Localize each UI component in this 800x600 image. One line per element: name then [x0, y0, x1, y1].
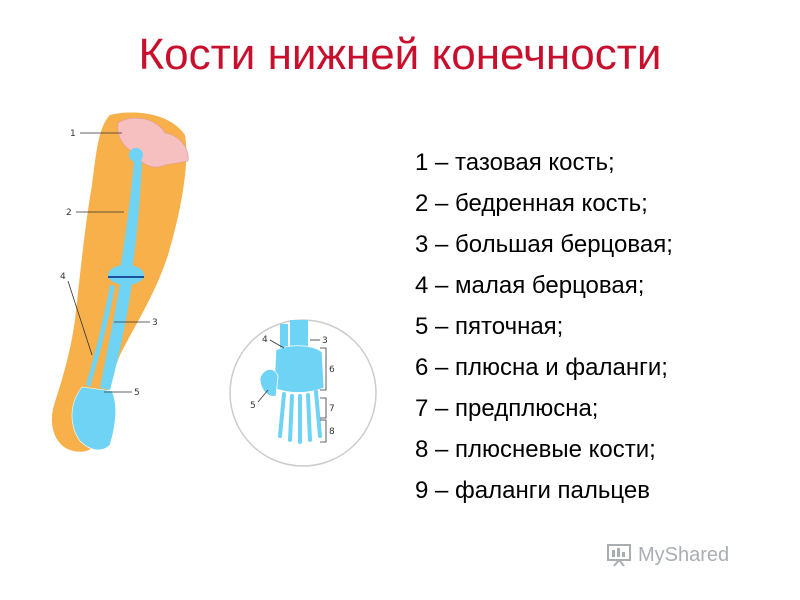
- foot-label-4: 4: [262, 335, 268, 345]
- legend-item: 9 – фаланги пальцев: [415, 477, 650, 504]
- foot-label-7: 7: [329, 404, 335, 414]
- legend-item: 2 – бедренная кость;: [415, 190, 648, 217]
- legend-item: 8 – плюсневые кости;: [415, 436, 656, 463]
- myshared-watermark: MyShared: [606, 540, 766, 570]
- foot-tibia: [290, 320, 308, 348]
- leg-skeleton-illustration: 1 2 4 3 5: [51, 112, 189, 452]
- foot-label-6: 6: [329, 365, 335, 375]
- legend-item: 6 – плюсна и фаланги;: [415, 354, 668, 381]
- foot-tarsal-bones: [273, 345, 325, 393]
- foot-heel: [259, 369, 279, 397]
- legend-item: 4 – малая берцовая;: [415, 272, 645, 299]
- tibia-bone: [100, 283, 132, 390]
- legend-item: 5 – пяточная;: [415, 313, 564, 340]
- legend-item: 1 – тазовая кость;: [415, 149, 615, 176]
- leg-label-3: 3: [152, 318, 158, 328]
- leg-label-1: 1: [70, 129, 76, 139]
- presentation-board-icon: [607, 544, 631, 567]
- foot-detail-illustration: 4 3 6 5 7 8: [229, 319, 377, 467]
- leg-label-2: 2: [66, 208, 72, 218]
- legend-item: 3 – большая берцовая;: [415, 231, 673, 258]
- legend-item: 7 – предплюсна;: [415, 395, 599, 422]
- fibula-bone: [86, 285, 115, 387]
- leg-label-5: 5: [134, 388, 140, 398]
- foot-label-8: 8: [329, 427, 335, 437]
- pelvis-bone: [117, 117, 189, 168]
- leg-label-4: 4: [60, 272, 66, 282]
- foot-metatarsal-bones: [278, 390, 322, 444]
- foot-bones: [71, 386, 116, 451]
- watermark-text: MyShared: [638, 543, 730, 566]
- slide-title: Кости нижней конечности: [138, 30, 662, 79]
- foot-label-3: 3: [322, 336, 328, 346]
- bone-legend-list: 1 – тазовая кость; 2 – бедренная кость; …: [415, 142, 673, 511]
- femur-bone: [120, 161, 142, 270]
- foot-fibula: [280, 324, 288, 348]
- foot-label-5: 5: [250, 401, 256, 411]
